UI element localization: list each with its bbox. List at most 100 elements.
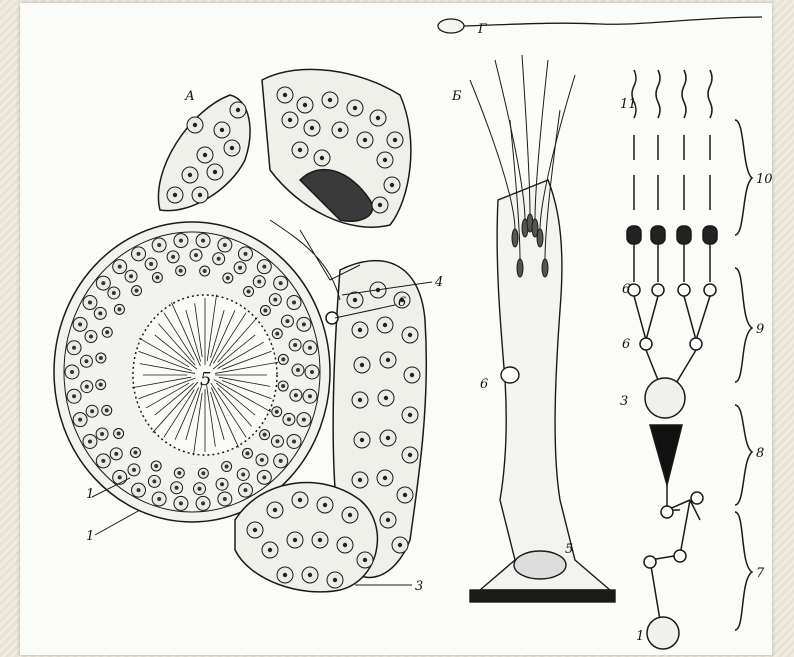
basement-membrane xyxy=(470,590,615,602)
tubule-cell-nucleus xyxy=(213,170,217,174)
germ-cell-nucleus xyxy=(223,497,227,501)
germ-cell-nucleus xyxy=(129,274,133,278)
stem-spermatogonium xyxy=(647,617,679,649)
tubule-cell-nucleus xyxy=(363,558,367,562)
label-4: 4 xyxy=(434,275,443,290)
germ-cell-nucleus xyxy=(194,253,198,257)
germ-cell-nucleus xyxy=(279,459,283,463)
sertoli-sperm-head xyxy=(537,229,543,247)
germ-cell-nucleus xyxy=(171,255,175,259)
germ-cell-nucleus xyxy=(238,266,242,270)
germ-cell-nucleus xyxy=(101,281,105,285)
germ-cell-nucleus xyxy=(262,265,266,269)
germ-cell-nucleus xyxy=(137,488,141,492)
germ-cell-nucleus xyxy=(105,408,109,412)
germ-cell-nucleus xyxy=(310,370,314,374)
germ-cell-nucleus xyxy=(245,451,249,455)
germ-cell-nucleus xyxy=(157,497,161,501)
germ-cell-nucleus xyxy=(155,275,159,279)
germ-cell-nucleus xyxy=(292,301,296,305)
spermatogenesis-scheme xyxy=(627,70,752,649)
primary-spermatocyte xyxy=(645,378,685,418)
germ-cell-nucleus xyxy=(294,393,298,397)
tubule-cell-nucleus xyxy=(283,573,287,577)
tubule-cell-nucleus xyxy=(390,183,394,187)
spermatogonium-d xyxy=(644,556,656,568)
germ-cell-nucleus xyxy=(84,359,88,363)
germ-cell-nucleus xyxy=(157,243,161,247)
germ-cell-nucleus xyxy=(72,394,76,398)
germ-cell-nucleus xyxy=(72,346,76,350)
germ-cell-nucleus xyxy=(198,487,202,491)
tubule-cell-nucleus xyxy=(386,436,390,440)
tubule-cell-nucleus xyxy=(360,438,364,442)
secondary-spermatocyte xyxy=(652,284,664,296)
sertoli-sperm-head xyxy=(542,259,548,277)
tubule-cell-nucleus xyxy=(408,413,412,417)
secondary-spermatocyte xyxy=(704,284,716,296)
label-scheme-11: 11 xyxy=(620,97,637,112)
germ-cell-nucleus xyxy=(88,301,92,305)
germ-cell-nucleus xyxy=(90,409,94,413)
tubule-cell-nucleus xyxy=(230,146,234,150)
spermatid-in-sertoli xyxy=(501,367,519,383)
tubule-cell-nucleus xyxy=(283,93,287,97)
leader-line-1-lower xyxy=(95,510,140,535)
label-brace-7: 7 xyxy=(756,566,765,581)
tubule-cell-nucleus xyxy=(383,323,387,327)
germ-cell-nucleus xyxy=(137,252,141,256)
germ-cell-nucleus xyxy=(281,384,285,388)
spermatozoon-tail xyxy=(656,70,660,118)
label-b: Б xyxy=(451,89,462,104)
spermatid xyxy=(651,226,665,244)
tubule-cell-nucleus xyxy=(203,153,207,157)
label-brace-8: 8 xyxy=(756,446,764,461)
germ-cell-nucleus xyxy=(78,322,82,326)
spermatozoon-tail xyxy=(708,70,712,118)
tubule-cell-nucleus xyxy=(360,363,364,367)
label-scheme-6b: 6 xyxy=(622,337,630,352)
tubule-cell-nucleus xyxy=(333,578,337,582)
tubule-cell-nucleus xyxy=(353,106,357,110)
germ-cell-nucleus xyxy=(177,471,181,475)
tubule-cell-nucleus xyxy=(328,98,332,102)
label-brace-10: 10 xyxy=(756,172,773,187)
germ-cell-nucleus xyxy=(273,298,277,302)
germ-cell-nucleus xyxy=(275,410,279,414)
germ-cell-nucleus xyxy=(281,357,285,361)
tubule-cell-nucleus xyxy=(358,398,362,402)
germ-cell-nucleus xyxy=(179,269,183,273)
germ-cell-nucleus xyxy=(89,334,93,338)
sertoli-cell-body xyxy=(480,180,610,590)
label-lumen-5: 5 xyxy=(200,369,211,390)
tubule-cell-nucleus xyxy=(386,358,390,362)
spermatogonium-a xyxy=(661,506,673,518)
germ-cell-nucleus xyxy=(98,311,102,315)
label-1-lower: 1 xyxy=(86,529,94,544)
germ-cell-nucleus xyxy=(85,385,89,389)
sperm-head xyxy=(438,19,464,33)
germ-cell-nucleus xyxy=(302,322,306,326)
germ-cell-nucleus xyxy=(220,482,224,486)
tubule-cell-nucleus xyxy=(293,538,297,542)
germ-cell-nucleus xyxy=(179,501,183,505)
tubule-cell-nucleus xyxy=(403,493,407,497)
germ-cell-nucleus xyxy=(308,346,312,350)
tubule-cell-nucleus xyxy=(378,203,382,207)
tubule-cell-nucleus xyxy=(358,478,362,482)
germ-cell-nucleus xyxy=(302,418,306,422)
brace-8 xyxy=(735,405,752,505)
division-lines-upper xyxy=(634,296,710,340)
spermatid xyxy=(677,226,691,244)
germ-cell-nucleus xyxy=(117,307,121,311)
label-6: 6 xyxy=(398,295,406,310)
germ-cell-nucleus xyxy=(247,290,251,294)
tubule-cell-nucleus xyxy=(383,476,387,480)
tubule-cell-nucleus xyxy=(410,373,414,377)
germ-cell-nucleus xyxy=(149,262,153,266)
germ-cell-nucleus xyxy=(275,332,279,336)
label-sertoli-6: 6 xyxy=(480,377,488,392)
germ-cell-nucleus xyxy=(201,471,205,475)
germ-cell-nucleus xyxy=(112,291,116,295)
tubule-cell-nucleus xyxy=(173,193,177,197)
